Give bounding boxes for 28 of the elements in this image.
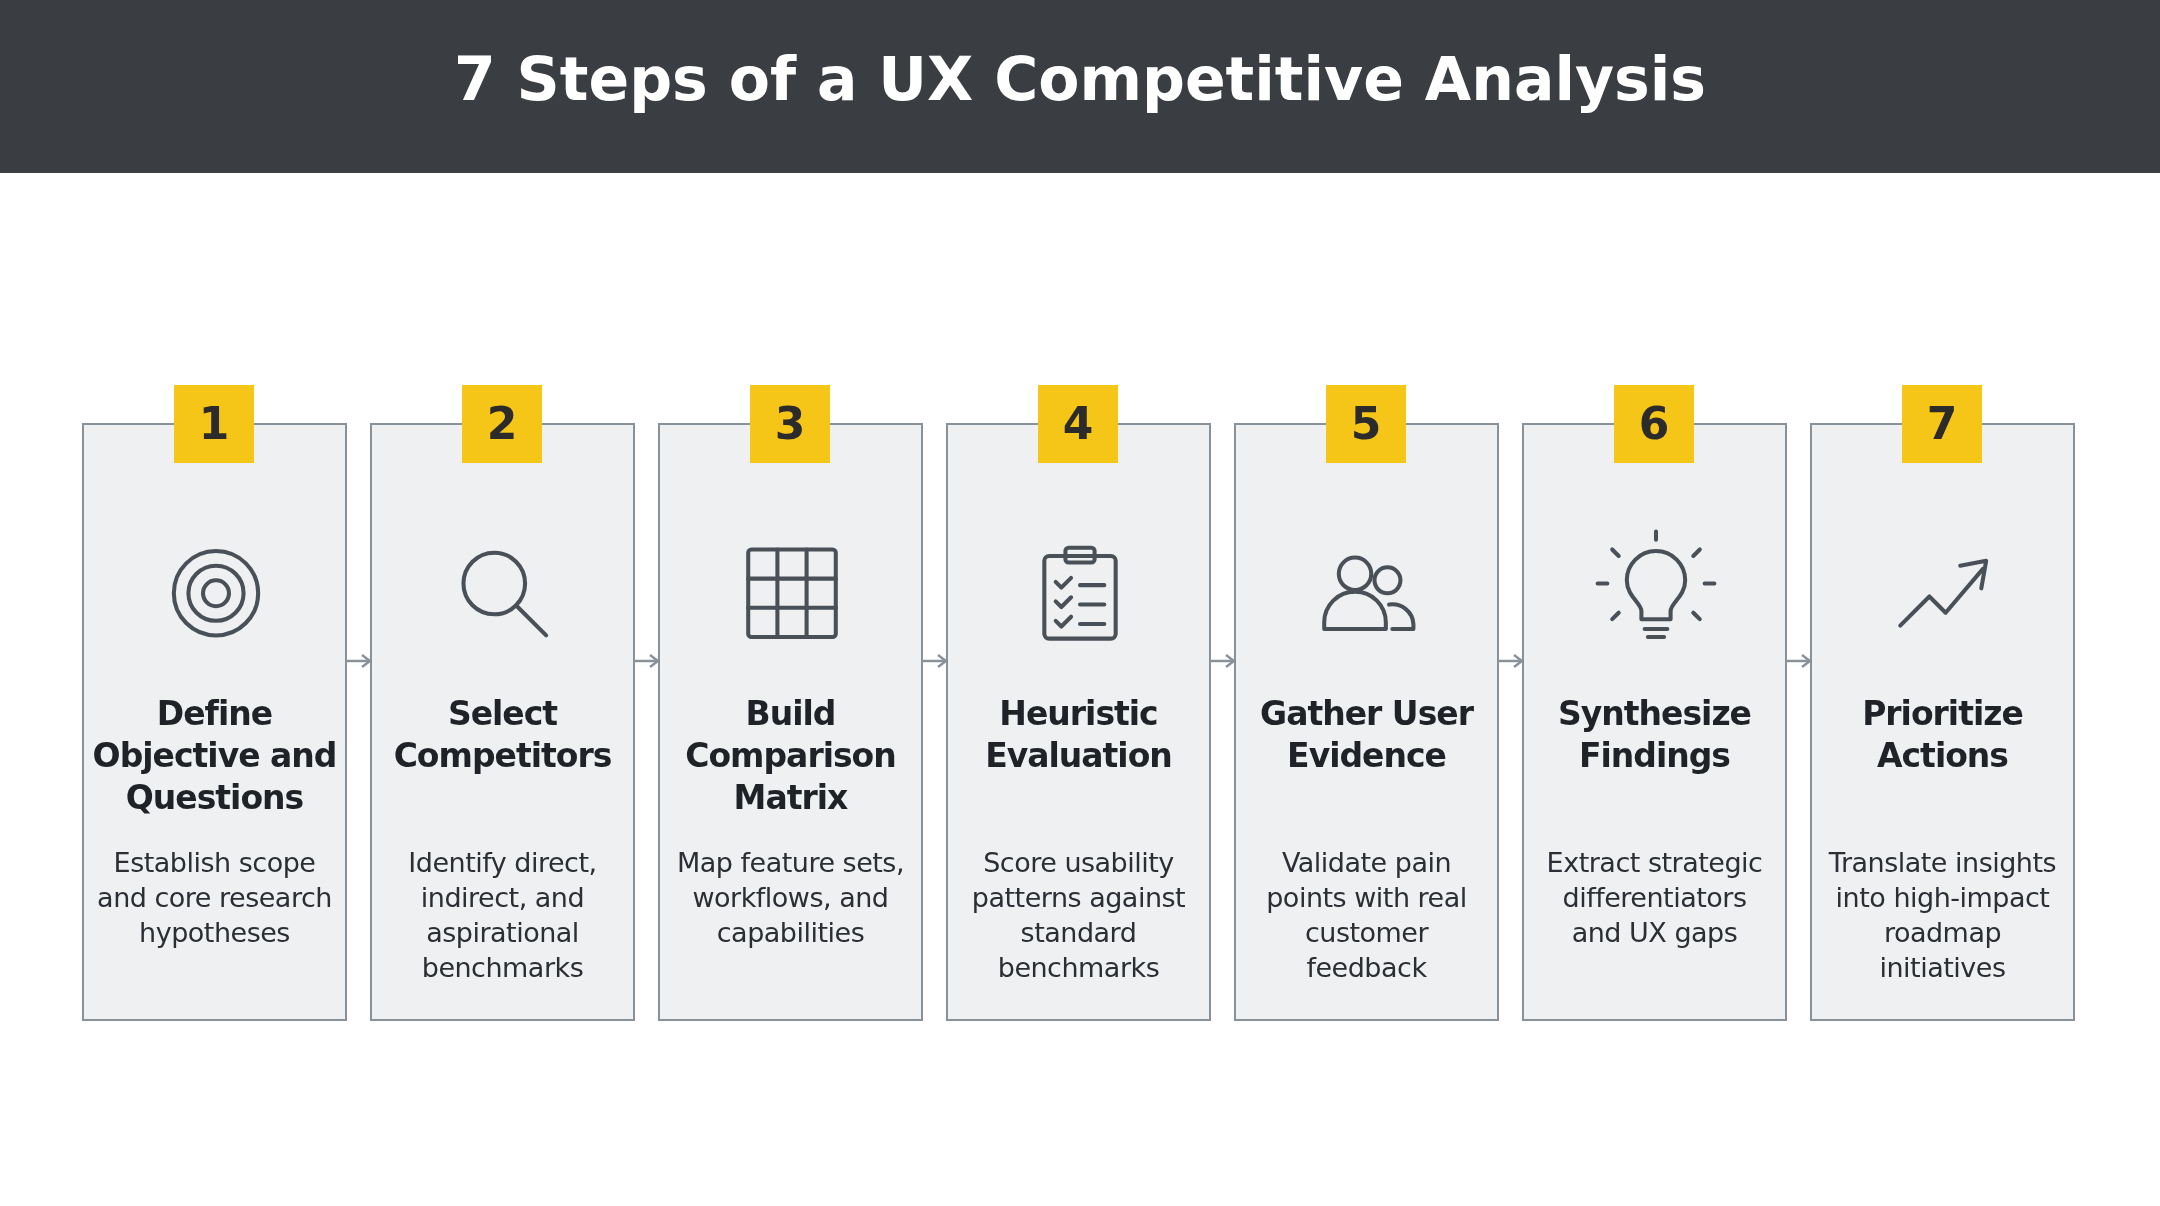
step-number-badge: 3: [750, 385, 830, 463]
step-title: Define Objective and Questions: [92, 693, 337, 819]
step-title: Gather User Evidence: [1259, 693, 1475, 777]
step-number-badge: 7: [1902, 385, 1982, 463]
arrow: [347, 653, 372, 669]
step-title: Build Comparison Matrix: [684, 693, 897, 819]
step-description: Validate pain points with real customer feedback: [1265, 846, 1468, 985]
step-number-badge: 4: [1038, 385, 1118, 463]
step-title: Select Competitors: [392, 693, 613, 777]
step-number-badge: 2: [462, 385, 542, 463]
step-description: Extract strategic differentiators and UX gaps: [1545, 846, 1764, 950]
step-description: Identify direct, indirect, and aspirational benchmarks: [407, 846, 598, 985]
arrow: [635, 653, 660, 669]
step-title: Synthesize Findings: [1557, 693, 1752, 777]
arrow: [923, 653, 948, 669]
step-number-badge: 1: [174, 385, 254, 463]
step-number-badge: 6: [1614, 385, 1694, 463]
step-description: Score usability patterns against standard benchmarks: [970, 846, 1187, 985]
step-description: Map feature sets, workflows, and capabilities: [675, 846, 905, 950]
arrow: [1499, 653, 1524, 669]
step-title: Prioritize Actions: [1861, 693, 2024, 777]
arrow: [1787, 653, 1812, 669]
step-number-badge: 5: [1326, 385, 1406, 463]
title: 7 Steps of a UX Competitive Analysis: [452, 44, 1708, 114]
arrow: [1211, 653, 1236, 669]
step-description: Establish scope and core research hypotheses: [96, 846, 333, 950]
step-description: Translate insights into high-impact roadmap initiatives: [1827, 846, 2058, 985]
step-title: Heuristic Evaluation: [984, 693, 1173, 777]
